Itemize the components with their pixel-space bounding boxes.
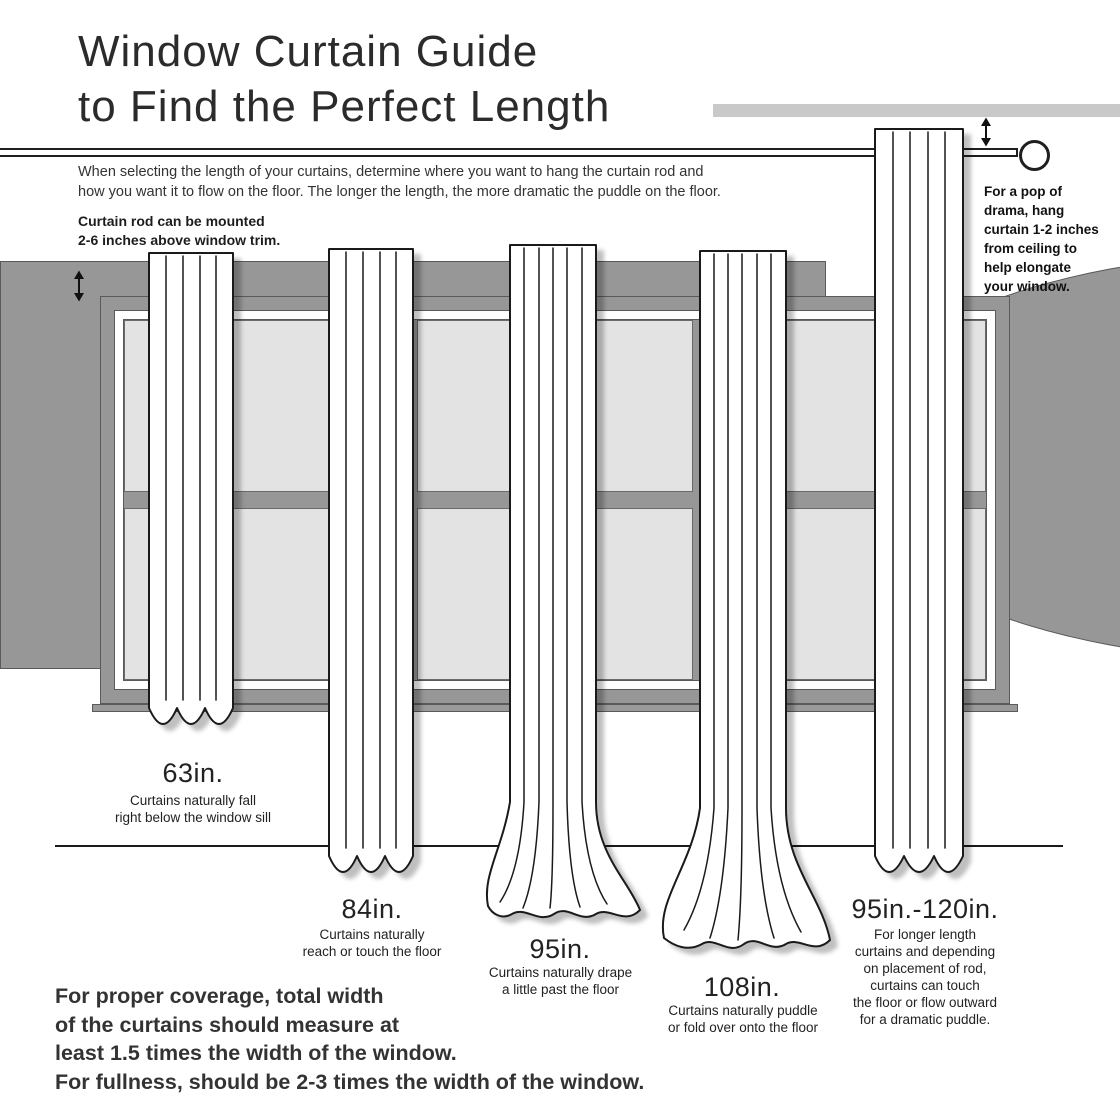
curtain-outline [661, 250, 831, 949]
curtain-outline [874, 128, 964, 873]
curtain-63in-length-label: 63in. [162, 758, 224, 788]
rod-mount-arrow-icon [74, 270, 84, 302]
curtain-fold-lines [345, 251, 397, 849]
page-title: Window Curtain Guide to Find the Perfect… [78, 27, 611, 131]
curtain-84in-illustration [328, 248, 414, 873]
intro-text: When selecting the length of your curtai… [78, 164, 721, 200]
curtain-95-120in-illustration [874, 128, 964, 873]
curtain-outline [148, 252, 234, 725]
curtain-108in-caption: Curtains naturally puddle or fold over o… [667, 1003, 819, 1035]
rod-mount-note: Curtain rod can be mounted 2-6 inches ab… [78, 213, 281, 248]
ceiling-rod-finial-icon [1019, 140, 1050, 171]
curtain-95-120in-length-label: 95in.-120in. [851, 894, 999, 924]
curtain-95in-length-label: 95in. [529, 934, 591, 964]
curtain-63in-illustration [148, 252, 234, 725]
curtain-95in-illustration [485, 244, 641, 919]
coverage-note: For proper coverage, total width of the … [55, 984, 645, 1094]
curtain-84in-caption: Curtains naturally reach or touch the fl… [302, 927, 442, 959]
curtain-fold-lines [165, 255, 217, 701]
curtain-fold-lines [892, 131, 946, 849]
curtain-84in-length-label: 84in. [341, 894, 403, 924]
ceiling-band [713, 104, 1120, 117]
ceiling-gap-arrow-icon [981, 117, 991, 147]
ceiling-curtain-rod [0, 148, 1018, 157]
ceiling-drama-note: For a pop of drama, hang curtain 1-2 inc… [984, 184, 1099, 294]
curtain-95-120in-caption: For longer length curtains and depending… [852, 927, 998, 1027]
curtain-108in-length-label: 108in. [703, 972, 781, 1002]
curtain-fold-lines [499, 247, 608, 909]
curtain-outline [328, 248, 414, 873]
curtain-63in-caption: Curtains naturally fall right below the … [114, 793, 272, 825]
curtain-108in-illustration [661, 250, 831, 949]
curtain-fold-lines [683, 253, 802, 941]
curtain-outline [485, 244, 641, 919]
curtain-95in-caption: Curtains naturally drape a little past t… [488, 965, 633, 997]
